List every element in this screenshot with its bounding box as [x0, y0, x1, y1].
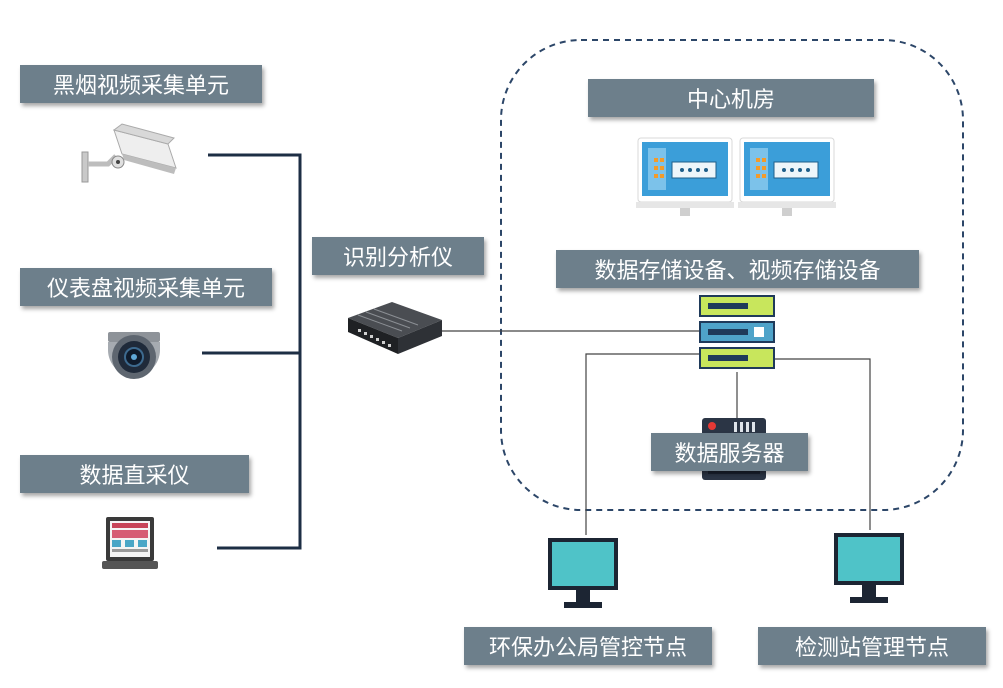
monitor-icon: [834, 533, 904, 603]
central-room-region: [500, 39, 964, 511]
analyzer-label: 识别分析仪: [312, 237, 484, 275]
station-node-label: 检测站管理节点: [758, 627, 986, 665]
dashboard-camera-label: 仪表盘视频采集单元: [20, 268, 272, 306]
dome-camera-icon: [108, 332, 160, 379]
central-room-label: 中心机房: [588, 79, 874, 117]
storage-station-link: [774, 358, 871, 530]
server-rack-icon: [699, 295, 775, 369]
epb-node-label: 环保办公局管控节点: [464, 627, 712, 665]
storage-label: 数据存储设备、视频存储设备: [556, 250, 919, 288]
analyzer-box-icon: [348, 302, 442, 354]
monitor-dashboard-icon: [636, 137, 734, 216]
storage-epb-link: [585, 353, 700, 535]
collector-bus: [202, 153, 302, 550]
cctv-camera-icon: [81, 123, 177, 183]
direct-collector-label: 数据直采仪: [20, 455, 249, 493]
monitor-icon: [548, 538, 618, 608]
data-collector-icon: [102, 517, 158, 569]
smoke-camera-label: 黑烟视频采集单元: [20, 65, 262, 103]
data-server-label: 数据服务器: [651, 433, 808, 471]
monitor-dashboard-icon: [738, 137, 836, 216]
